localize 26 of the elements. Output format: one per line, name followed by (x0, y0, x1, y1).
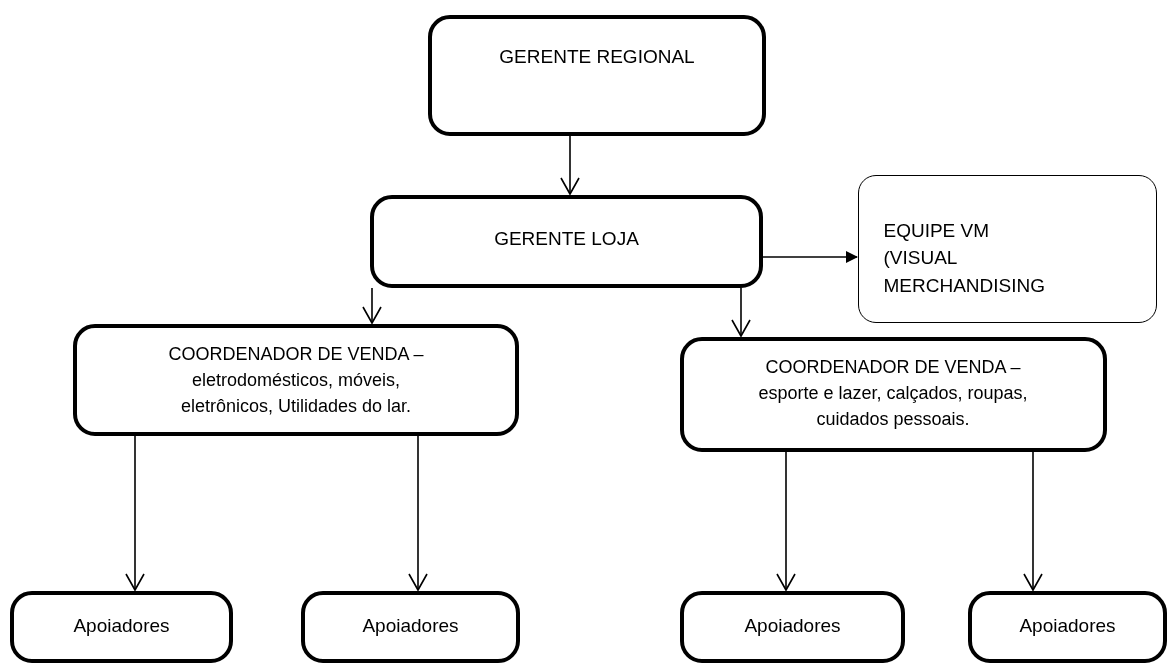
arrow (731, 287, 751, 337)
role-title: GERENTE LOJA (493, 227, 640, 251)
role-box (680, 591, 905, 663)
arrow (776, 451, 796, 591)
arrow (560, 135, 580, 195)
role-title: Apoiadores (72, 614, 171, 638)
arrow (762, 251, 858, 263)
role-title: Apoiadores (743, 614, 842, 638)
role-box (10, 591, 233, 663)
arrow (362, 287, 382, 324)
role-title: Apoiadores (1018, 614, 1117, 638)
role-box (968, 591, 1167, 663)
role-box (73, 324, 519, 436)
role-box (680, 337, 1107, 452)
arrow (125, 435, 145, 591)
role-title: GERENTE REGIONAL (498, 45, 696, 69)
team-box (858, 175, 1157, 323)
role-title: Apoiadores (361, 614, 460, 638)
role-title: COORDENADOR DE VENDA – esporte e lazer, calçados, roupas, cuidados pessoais. (758, 356, 1028, 432)
role-box (301, 591, 520, 663)
arrow (1023, 451, 1043, 591)
role-box (428, 15, 766, 136)
arrow (408, 435, 428, 591)
role-title: COORDENADOR DE VENDA – eletrodomésticos, móveis, eletrônicos, Utilidades do lar. (167, 343, 425, 419)
role-box (370, 195, 763, 288)
role-title: EQUIPE VM (VISUAL MERCHANDISING (883, 218, 1046, 298)
